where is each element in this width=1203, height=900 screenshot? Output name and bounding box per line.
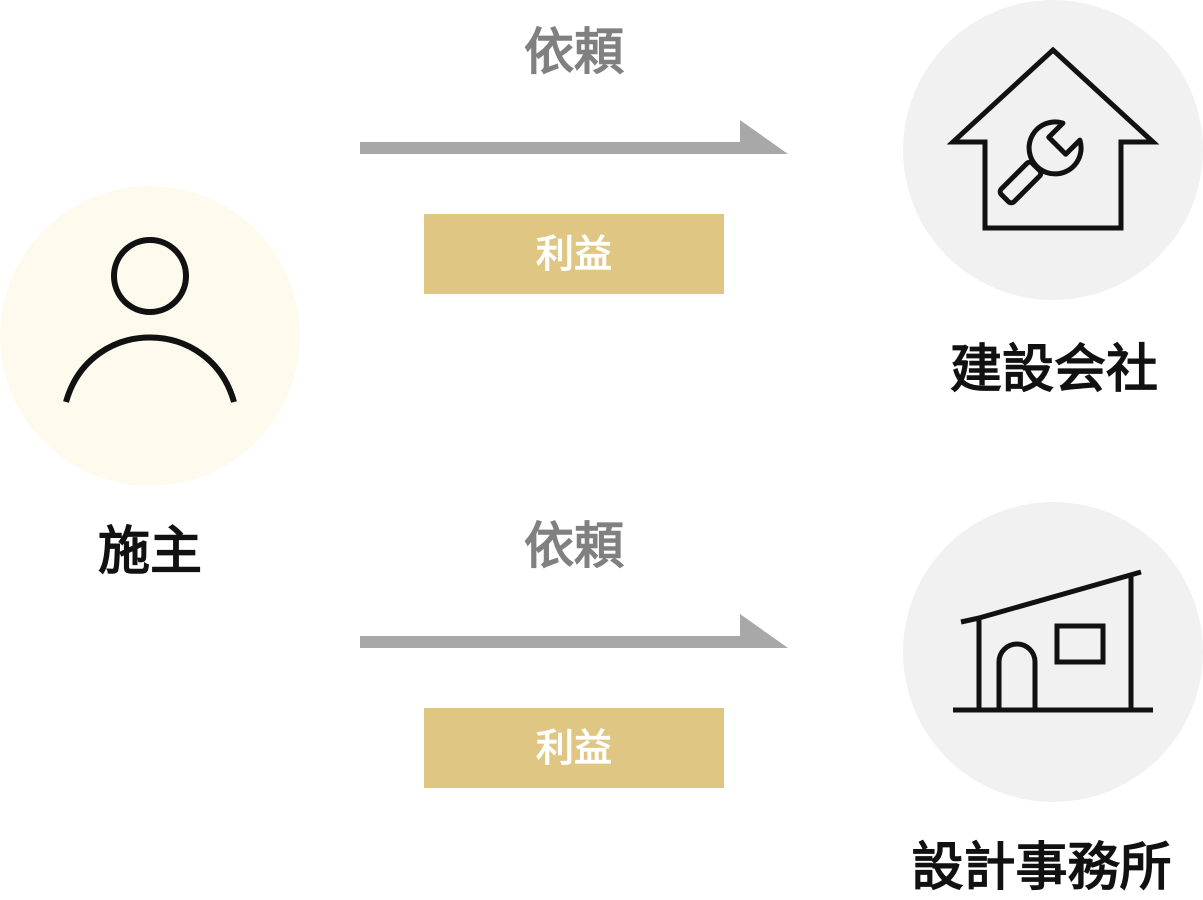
architect-label: 設計事務所 — [911, 838, 1172, 898]
office-building-icon — [953, 569, 1153, 713]
builder-circle — [903, 0, 1203, 300]
person-icon — [63, 237, 237, 403]
builder-label: 建設会社 — [949, 340, 1158, 400]
house-wrench-icon — [946, 46, 1160, 231]
client-circle — [0, 186, 300, 486]
arrow-to-architect — [360, 614, 788, 648]
request-label-architect: 依頼 — [524, 517, 624, 575]
profit-badge-architect: 利益 — [424, 708, 724, 788]
request-label-builder: 依頼 — [524, 23, 624, 81]
arrow-to-builder — [360, 120, 788, 154]
profit-badge-builder: 利益 — [424, 214, 724, 294]
client-label: 施主 — [97, 522, 202, 582]
architect-circle — [903, 502, 1203, 802]
